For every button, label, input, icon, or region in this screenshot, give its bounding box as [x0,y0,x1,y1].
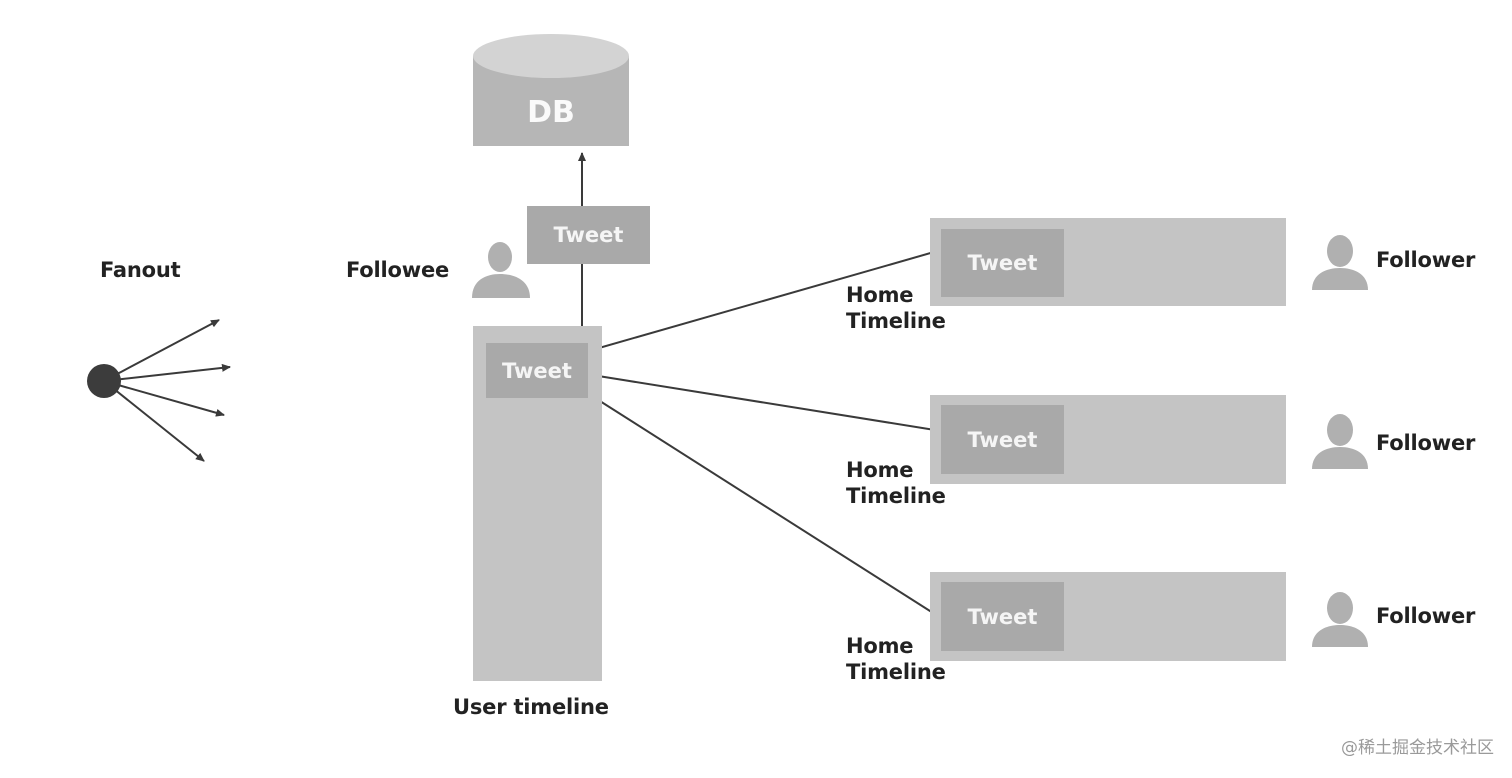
home-timeline-1-title-line1: Home [846,283,914,307]
follower-3-label: Follower [1376,604,1476,628]
database-label: DB [527,94,575,130]
follower-1-label: Follower [1376,248,1476,272]
follower-3-person-icon [1312,592,1368,647]
fanout-to-home-timeline-3-arrow [591,395,942,619]
home-timeline-3-tweet-box: Tweet [941,582,1064,651]
fanout-arrow-3 [103,380,225,417]
fanout-to-home-timeline-1-arrow [591,248,942,351]
fanout-label: Fanout [100,258,181,282]
home-timeline-3-title-line1: Home [846,634,914,658]
follower-1-person-icon [1312,235,1368,290]
watermark-text: @稀土掘金技术社区 [1341,738,1494,758]
home-timeline-1-tweet-box: Tweet [941,229,1064,297]
database: DB [473,78,629,146]
fanout-to-home-timeline-2-arrow [591,374,942,434]
home-timeline-3-tweet-label: Tweet [967,604,1038,629]
user-timeline-tweet-box: Tweet [486,343,588,398]
fanout-arrow-1 [103,319,220,382]
home-timeline-2-title-line2: Timeline [846,484,946,508]
home-timeline-1-tweet-label: Tweet [967,251,1038,275]
user-timeline-label: User timeline [453,695,609,719]
home-timeline-1-title-line2: Timeline [846,309,946,333]
follower-2-person-icon [1312,414,1368,469]
home-timeline-2-tweet-box: Tweet [941,405,1064,474]
posted-tweet-label: Tweet [553,223,624,247]
follower-2-label: Follower [1376,431,1476,455]
home-timeline-3-title-line2: Timeline [846,660,946,684]
home-timeline-2-title-line1: Home [846,458,914,482]
home-timeline-2-tweet-label: Tweet [967,427,1038,452]
followee-label: Followee [346,258,450,282]
posted-tweet-box: Tweet [527,206,650,264]
user-timeline-tweet-label: Tweet [502,358,572,383]
fanout-arrow-2 [103,363,231,382]
